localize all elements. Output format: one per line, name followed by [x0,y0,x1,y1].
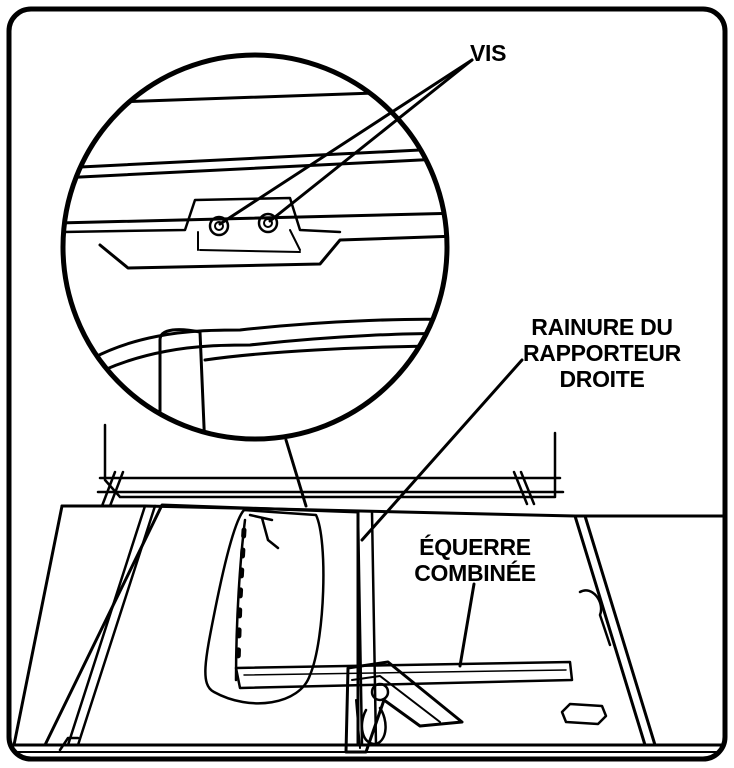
leader-square [458,582,476,668]
table-top [60,504,725,518]
leader-screw-right [268,58,474,223]
label-miter-slot: RAINURE DU RAPPORTEUR DROITE [522,314,682,392]
table-right [573,514,657,747]
right-table-notch [578,589,612,647]
rail-post-right [512,470,536,506]
label-screws-text: VIS [470,40,507,66]
blade-teeth [235,527,247,668]
leader-miter-slot [360,358,524,542]
square-head [344,660,464,754]
magnifier-leader [284,438,308,508]
blade-opening [204,508,325,705]
label-screws: VIS [470,40,506,66]
magnifier-inset [60,52,450,442]
rear-fence [103,423,557,499]
fence-rail [96,476,565,494]
right-miter-slot [356,510,378,747]
square-knob [370,682,390,702]
label-square-line-2: COMBINÉE [414,560,536,586]
label-square: ÉQUERRE COMBINÉE [410,534,540,586]
square-rule [234,660,574,690]
label-square-line-1: ÉQUERRE [419,534,531,560]
square-rule-groove [243,669,567,676]
throat-plate [43,503,360,747]
label-miter-slot-line-3: DROITE [559,366,645,392]
square-head-inner [351,675,441,749]
table-left-extension [12,504,64,747]
outer-frame [6,6,728,762]
square-level-vial [360,706,387,746]
leader-screw-left [218,58,474,226]
left-miter-slot [58,504,157,752]
label-miter-slot-line-2: RAPPORTEUR [522,340,681,366]
label-miter-slot-line-1: RAINURE DU [531,314,673,340]
saw-blade [234,513,280,682]
table-knob [560,702,608,726]
rail-post-left [100,470,125,508]
callout-leaders [218,58,524,668]
